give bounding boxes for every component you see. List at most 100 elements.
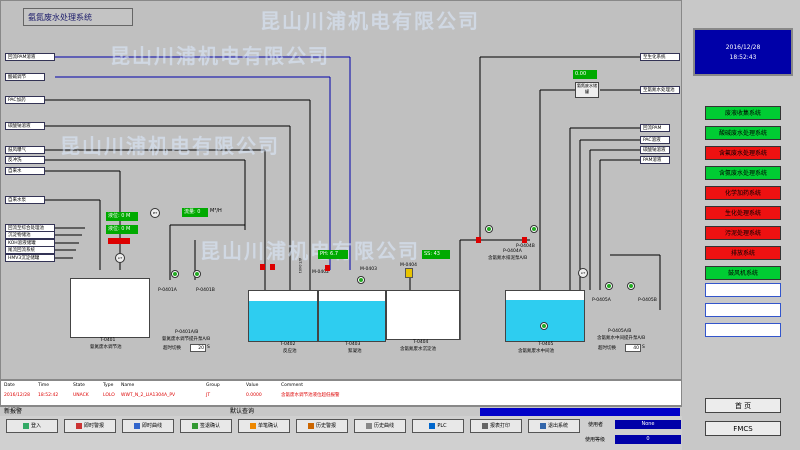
system-button-0[interactable]: 废液收集系统 [705,106,781,120]
tag-tap-water-pump: 自来水泵 [5,196,45,204]
user-value: None [615,420,681,429]
tag-sludge-store: 沉淀物储池 [5,231,55,239]
status-bar: 新报警 默认查询 [0,406,682,417]
tank-t0405[interactable] [505,290,585,342]
toolbar-button-label: 历史曲线 [373,423,394,429]
tank-t0402[interactable] [248,290,318,342]
valve-1[interactable] [260,264,265,270]
toolbar-button-4[interactable]: 单笔确认 [238,419,290,433]
tag-pac: PAC加药 [5,96,45,104]
system-slot-empty-2[interactable] [705,303,781,317]
toolbar-button-9[interactable]: 退出系统 [528,419,580,433]
label-p0401ab-name: 氨氮废水调节提升泵A/B [162,337,211,342]
gauge-lit[interactable]: LIT [115,253,125,263]
tank-t0401[interactable] [70,278,150,338]
col-group: Group [206,383,220,388]
pump-p0404b[interactable] [530,225,538,233]
readout-ph: PH: 6.7 [318,250,348,259]
toolbar-button-8[interactable]: 报表打印 [470,419,522,433]
tag-tap-water: 自来水 [5,167,45,175]
user-level-value: 0 [615,435,681,444]
toolbar-button-label: PLC [437,423,447,429]
gauge-pit[interactable]: PIT [150,208,160,218]
label-t0405: T-0405 [538,342,554,347]
clock-date: 2016/12/28 [725,44,761,51]
tag-to-bio: 至生化系统 [640,53,680,61]
system-button-7[interactable]: 排放系统 [705,246,781,260]
system-button-2[interactable]: 含氟废水处理系统 [705,146,781,160]
gauge-lit-2[interactable]: LIT [578,268,588,278]
pump-p0405b[interactable] [627,282,635,290]
label-t0401-name: 氨氮废水调节池 [90,345,122,350]
system-button-6[interactable]: 污泥处理系统 [705,226,781,240]
valve-p0404b[interactable] [522,237,527,243]
freq-input-1[interactable]: 20 [190,344,206,352]
tag-tail-return: 尾流回流系统 [5,246,55,254]
label-switch1: 超时切换 [163,346,181,351]
toolbar-icon-0 [22,422,29,429]
tag-pam-sol: PAM溶液 [640,156,670,164]
col-value: Value [246,383,259,388]
pump-p0401a[interactable] [171,270,179,278]
tag-to-ammonia: 至氨氮水处理池 [640,86,680,94]
tag-pam-back: 回流PAM [640,124,670,132]
valve-2[interactable] [270,264,275,270]
pump-p0401b[interactable] [193,270,201,278]
status-new-alarm: 新报警 [4,408,23,415]
system-button-5[interactable]: 生化处理系统 [705,206,781,220]
label-p0405a: P-0405A [592,298,611,303]
page-title: 氨氮废水处理系统 [23,8,133,26]
toolbar-button-label: 历史警报 [315,423,336,429]
readout-top: 0.00 [573,70,597,79]
valve-p0404a[interactable] [476,237,481,243]
tag-hmv3: HMV3沉淀储罐 [5,254,55,262]
toolbar-button-6[interactable]: 历史曲线 [354,419,406,433]
tag-sodium-carbonate: 碳酸钠溶液 [5,122,45,130]
tag-na2co3: 碳酸钠溶液 [640,146,670,154]
motor-m0404-icon[interactable] [405,268,413,278]
tag-backwash: 反冲洗 [5,156,45,164]
label-t0403: T-0403 [345,342,361,347]
mixer-m0403[interactable] [357,276,365,284]
readout-flow: 流量: 0 [182,208,208,217]
home-button[interactable]: 首 页 [705,398,781,413]
tank-top[interactable]: 氨氮废水储罐 [575,82,599,98]
table-row[interactable]: 2016/12/28 18:52:42 UNACK LOLO WWT_N_2_L… [4,393,340,398]
toolbar-icon-4 [249,422,256,429]
system-button-3[interactable]: 含氨废水处理系统 [705,166,781,180]
system-slot-empty-1[interactable] [705,283,781,297]
label-t0401: T-0401 [100,338,116,343]
status-default-query: 默认查询 [230,408,255,415]
pump-t0405[interactable] [540,322,548,330]
system-button-4[interactable]: 化学加药系统 [705,186,781,200]
tank-t0403[interactable] [318,290,386,342]
toolbar-icon-2 [133,422,140,429]
label-t0404: T-0404 [413,340,429,345]
system-button-1[interactable]: 酸碱废水处理系统 [705,126,781,140]
toolbar-button-1[interactable]: 即时警报 [64,419,116,433]
label-t0405-name: 含氨氮废水中间池 [518,349,554,354]
label-ait: AIT-0401 [298,258,302,274]
fmcs-button[interactable]: FMCS [705,421,781,436]
col-state: State [73,383,85,388]
pump-p0405a[interactable] [605,282,613,290]
toolbar-button-2[interactable]: 即时曲线 [122,419,174,433]
pump-p0404a[interactable] [485,225,493,233]
freq-input-2[interactable]: 40 [625,344,641,352]
toolbar-icon-1 [75,422,82,429]
status-progress [480,408,680,416]
toolbar-icon-9 [539,422,546,429]
system-slot-empty-3[interactable] [705,323,781,337]
valve-3[interactable] [325,265,330,271]
user-label: 使用者 [588,422,604,428]
toolbar-button-7[interactable]: PLC [412,419,464,433]
toolbar-button-0[interactable]: 登入 [6,419,58,433]
toolbar-button-5[interactable]: 历史警报 [296,419,348,433]
toolbar-button-label: 单笔确认 [257,423,278,429]
toolbar-button-3[interactable]: 签退确认 [180,419,232,433]
label-t0404-name: 含氨氮废水沉淀池 [400,347,436,352]
toolbar-button-label: 即时警报 [83,423,104,429]
tank-t0404[interactable] [386,290,460,340]
toolbar-icon-5 [307,422,314,429]
system-button-8[interactable]: 鼓风机系统 [705,266,781,280]
